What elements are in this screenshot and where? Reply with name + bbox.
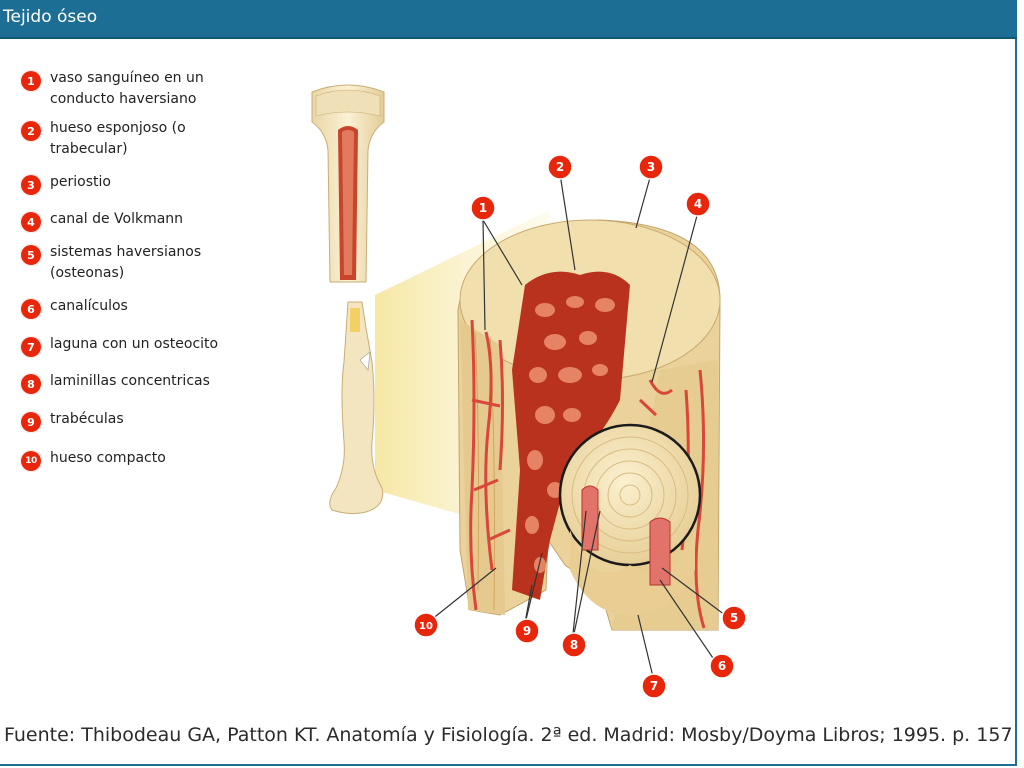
source-citation: Fuente: Thibodeau GA, Patton KT. Anatomí… (4, 724, 1013, 746)
title-bar: Tejido óseo (0, 0, 1017, 39)
legend-label: laminillas concentricas (50, 373, 210, 389)
svg-text:4: 4 (694, 197, 702, 211)
legend-number-badge: 3 (20, 174, 42, 196)
callout-7: 7 (641, 673, 667, 699)
long-bone-section (311, 84, 385, 283)
legend-label: vaso sanguíneo en un conducto haversiano (50, 70, 204, 107)
svg-text:3: 3 (647, 160, 655, 174)
callout-2: 2 (547, 154, 573, 180)
callout-6: 6 (709, 653, 735, 679)
callout-8: 8 (561, 632, 587, 658)
svg-text:9: 9 (523, 624, 531, 638)
legend-number-badge: 4 (20, 211, 42, 233)
legend-label: hueso compacto (50, 450, 166, 466)
svg-text:2: 2 (556, 160, 564, 174)
legend-number-badge: 9 (20, 411, 42, 433)
svg-text:6: 6 (718, 659, 726, 673)
legend-number-badge: 8 (20, 373, 42, 395)
svg-text:10: 10 (419, 621, 433, 632)
window-title: Tejido óseo (3, 7, 98, 27)
bone-illustration: 1 2 3 4 5 6 7 8 9 10 (311, 84, 747, 699)
femur-outline (329, 301, 384, 515)
legend-label: laguna con un osteocito (50, 336, 219, 352)
svg-text:1: 1 (479, 201, 487, 215)
legend-label: trabéculas (50, 411, 124, 427)
bone-block (457, 219, 721, 631)
svg-text:8: 8 (570, 638, 578, 652)
legend-label: canalículos (50, 298, 128, 314)
callout-1: 1 (470, 195, 496, 221)
legend-number-badge: 10 (20, 450, 42, 472)
callout-10: 10 (413, 612, 439, 638)
legend-label: periostio (50, 174, 111, 190)
legend-number-badge: 5 (20, 244, 42, 266)
callout-9: 9 (514, 618, 540, 644)
leader-lines (425, 173, 730, 682)
callout-3: 3 (638, 154, 664, 180)
svg-text:5: 5 (730, 611, 738, 625)
callout-4: 4 (685, 191, 711, 217)
legend-label: hueso esponjoso (o trabecular) (50, 120, 186, 157)
legend-number-badge: 1 (20, 70, 42, 92)
legend-label: canal de Volkmann (50, 211, 184, 227)
callout-5: 5 (721, 605, 747, 631)
magnified-osteon (558, 423, 702, 567)
legend-number-badge: 7 (20, 336, 42, 358)
legend-label: sistemas haversianos (osteonas) (50, 244, 202, 281)
svg-text:7: 7 (650, 679, 658, 693)
bone-tissue-diagram: 1 2 3 4 5 6 7 8 9 10 (300, 70, 770, 700)
legend-number-badge: 6 (20, 298, 42, 320)
legend-number-badge: 2 (20, 120, 42, 142)
